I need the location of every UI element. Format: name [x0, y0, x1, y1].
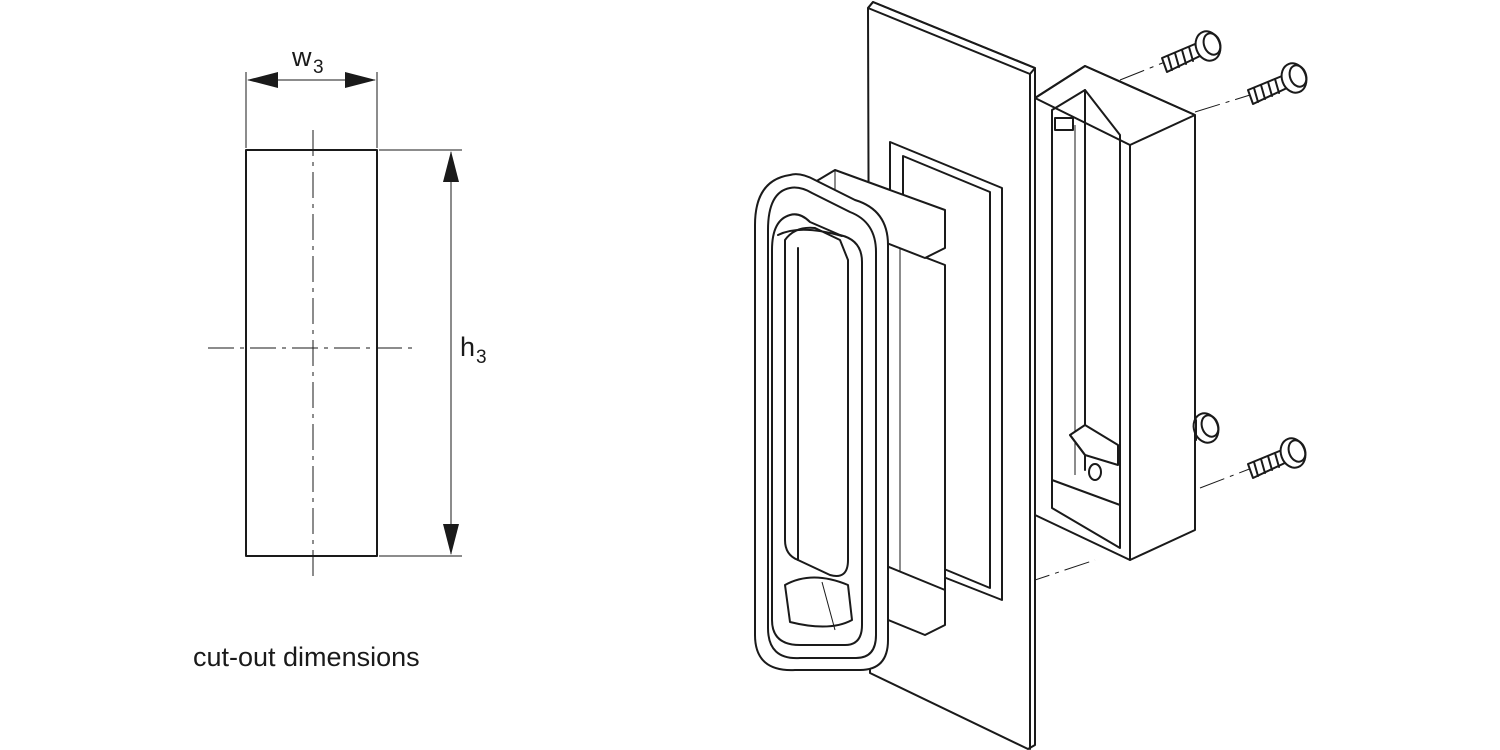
caption: cut-out dimensions [193, 642, 420, 672]
rear-housing [1034, 65, 1196, 561]
cutout-view: w 3 h 3 cut-out dimensions [193, 42, 487, 672]
screw-top-right [1247, 62, 1308, 105]
height-dimension: h 3 [379, 149, 487, 557]
height-label: h [460, 332, 475, 362]
width-label: w [291, 42, 312, 72]
arrow-right [345, 72, 376, 88]
screw-bottom-left [1192, 412, 1220, 444]
screw-top-left [1161, 30, 1222, 73]
pull-handle [754, 173, 889, 672]
width-dimension: w 3 [245, 42, 378, 148]
height-label-subscript: 3 [476, 347, 487, 368]
assembly-view [754, 1, 1308, 750]
width-label-subscript: 3 [313, 57, 324, 78]
cutout-rectangle [245, 149, 378, 557]
screw-bottom-right [1247, 437, 1307, 479]
arrow-down [443, 524, 459, 555]
arrow-left [247, 72, 278, 88]
arrow-up [443, 151, 459, 182]
